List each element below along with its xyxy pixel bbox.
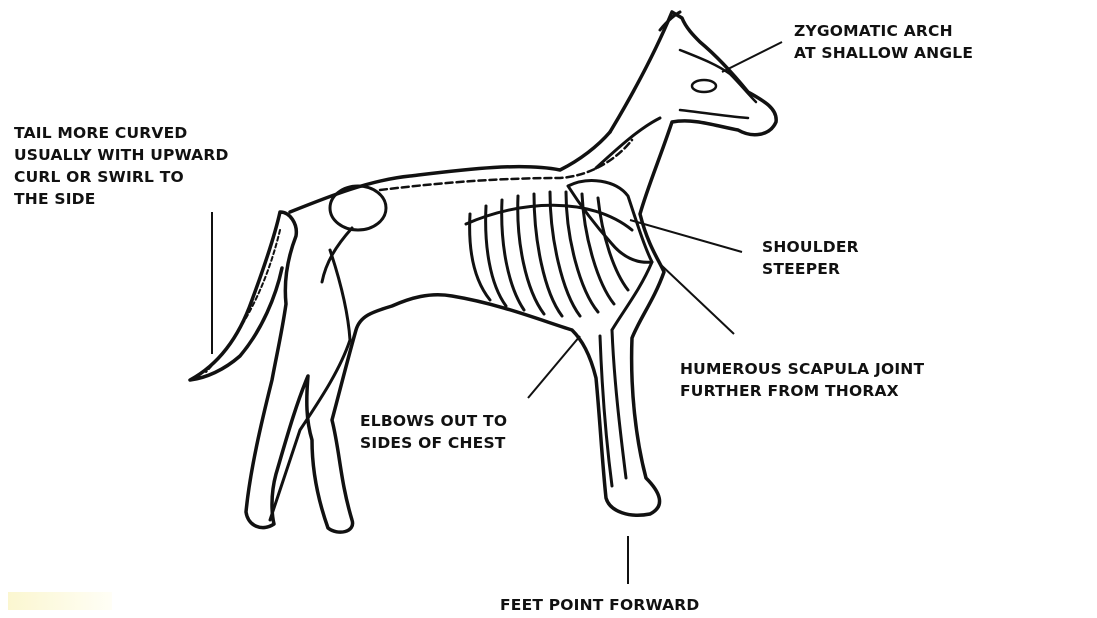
- foreleg-bone: [612, 330, 626, 478]
- label-tail: TAIL MORE CURVED USUALLY WITH UPWARD CUR…: [14, 122, 229, 210]
- dog-topline: [290, 132, 610, 212]
- label-zygomatic-arch: ZYGOMATIC ARCH AT SHALLOW ANGLE: [794, 20, 973, 64]
- hind-leg: [270, 250, 350, 520]
- scan-artifact: [8, 592, 112, 610]
- label-feet: FEET POINT FORWARD: [500, 594, 699, 616]
- rib-cage: [466, 192, 632, 316]
- jaw: [680, 110, 748, 118]
- label-shoulder: SHOULDER STEEPER: [762, 236, 859, 280]
- leader-elbows: [528, 336, 580, 398]
- leader-zygomatic: [722, 42, 782, 72]
- label-elbows: ELBOWS OUT TO SIDES OF CHEST: [360, 410, 507, 454]
- dog-body-outline: [190, 12, 776, 532]
- label-humerous-scapula: HUMEROUS SCAPULA JOINT FURTHER FROM THOR…: [680, 358, 924, 402]
- eye-orbit: [692, 80, 716, 92]
- leader-humerous: [660, 264, 734, 334]
- pelvis: [330, 186, 386, 230]
